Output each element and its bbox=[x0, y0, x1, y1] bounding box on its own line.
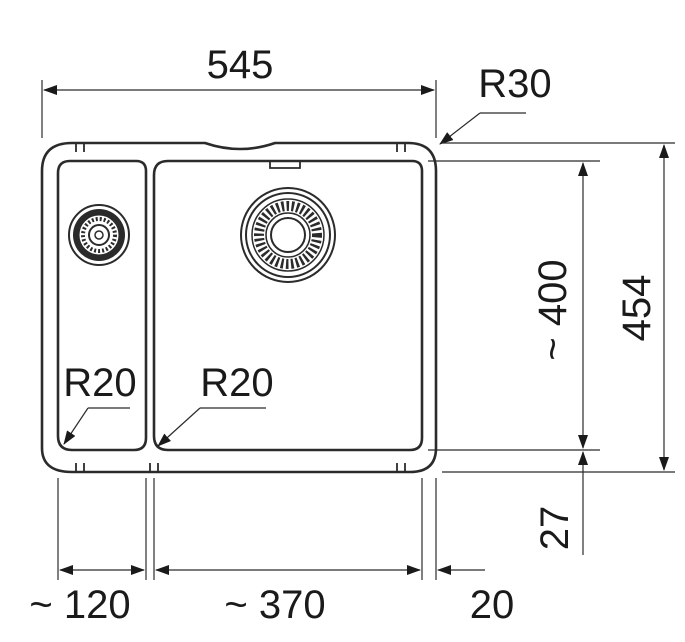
r20-leaders bbox=[63, 407, 266, 447]
bottom-margin-label: 27 bbox=[533, 506, 577, 551]
small-bowl-width-label: ~ 120 bbox=[29, 583, 130, 627]
bottom-dimension-lines bbox=[57, 478, 485, 580]
large-drain-icon bbox=[240, 187, 336, 283]
small-drain-icon bbox=[68, 204, 130, 266]
total-width-label: 545 bbox=[207, 43, 274, 87]
small-bowl-corner-label: R20 bbox=[63, 361, 136, 405]
sink-outline bbox=[40, 141, 438, 474]
right-dimension-lines bbox=[428, 142, 675, 555]
bowl-height-label: ~ 400 bbox=[531, 259, 575, 360]
r30-leader bbox=[439, 112, 526, 145]
total-depth-label: 454 bbox=[615, 275, 659, 342]
large-bowl-width-label: ~ 370 bbox=[224, 583, 325, 627]
large-bowl bbox=[152, 159, 424, 452]
r30-label: R30 bbox=[478, 62, 551, 106]
dimension-total-width bbox=[41, 80, 437, 138]
right-margin-label: 20 bbox=[470, 583, 515, 627]
large-bowl-corner-label: R20 bbox=[200, 361, 273, 405]
small-bowl bbox=[56, 159, 148, 452]
